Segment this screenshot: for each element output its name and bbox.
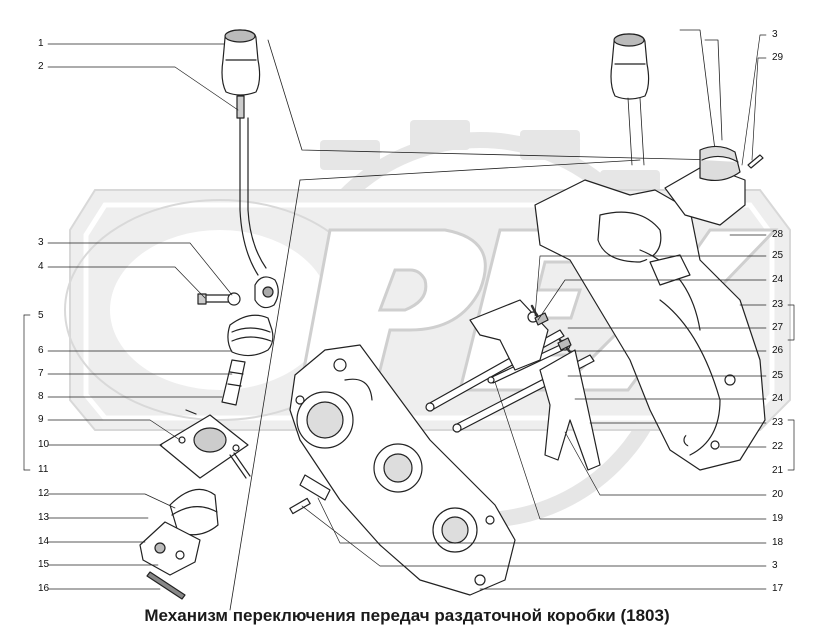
part-lever-housing xyxy=(139,521,201,576)
callout-label-right-3: 3 xyxy=(772,29,778,40)
callout-label-right-27: 27 xyxy=(772,322,784,333)
callout-label-left-10: 10 xyxy=(38,439,50,450)
part-shift-fork-upper xyxy=(469,299,549,371)
leader-lever-guide-3 xyxy=(229,179,301,611)
callout-label-left-5: 5 xyxy=(38,310,44,321)
callout-label-left-11: 11 xyxy=(38,464,49,475)
callout-label-right-3b: 3 xyxy=(772,560,778,571)
part-small-screw-right xyxy=(747,154,764,169)
callout-label-right-20: 20 xyxy=(772,489,784,500)
part-long-bolt xyxy=(146,571,186,600)
part-shift-knob-left xyxy=(221,29,261,96)
part-transfer-case-cover xyxy=(289,344,516,596)
part-bolt-with-washer xyxy=(197,292,241,306)
callout-label-left-13: 13 xyxy=(38,512,50,523)
leader-lever-guide xyxy=(267,39,721,161)
callout-label-left-1: 1 xyxy=(38,38,44,49)
part-lever-stud xyxy=(236,95,245,119)
part-rubber-boot-lower xyxy=(169,488,219,536)
callout-label-right-22: 22 xyxy=(772,441,784,452)
callout-label-right-19: 19 xyxy=(772,513,784,524)
callout-label-right-28: 28 xyxy=(772,229,784,240)
callout-label-right-26: 26 xyxy=(772,345,784,356)
part-lever-ball-head xyxy=(254,276,279,309)
callout-label-left-12: 12 xyxy=(38,488,50,499)
watermark-letter-o xyxy=(110,230,330,390)
diagram-caption: Механизм переключения передач раздаточно… xyxy=(144,606,670,625)
callout-label-left-6: 6 xyxy=(38,345,44,356)
part-cover-bolt xyxy=(289,497,311,515)
leaders-left xyxy=(23,43,239,590)
callout-label-left-8: 8 xyxy=(38,391,44,402)
callout-label-left-14: 14 xyxy=(38,536,50,547)
leader-lever-guide-2 xyxy=(299,159,641,181)
callout-label-left-16: 16 xyxy=(38,583,50,594)
callout-label-right-17: 17 xyxy=(772,583,784,594)
part-transfer-case-housing xyxy=(534,179,766,471)
callout-label-right-23a: 23 xyxy=(772,299,784,310)
callout-label-right-21: 21 xyxy=(772,465,784,476)
callout-label-right-24a: 24 xyxy=(772,274,784,285)
part-lever-boot-right xyxy=(664,145,746,226)
part-right-lever-rod xyxy=(627,29,723,166)
callout-label-right-23b: 23 xyxy=(772,417,784,428)
callout-label-right-29: 29 xyxy=(772,52,784,63)
part-lever-lower-shaft xyxy=(221,359,246,406)
callout-label-right-25a: 25 xyxy=(772,250,784,261)
part-lock-plate xyxy=(299,474,331,501)
part-rubber-boot xyxy=(227,314,274,357)
callout-label-left-15: 15 xyxy=(38,559,50,570)
callout-label-left-2: 2 xyxy=(38,61,44,72)
leaders-right xyxy=(301,34,795,590)
callout-label-left-3: 3 xyxy=(38,237,44,248)
callout-label-right-24b: 24 xyxy=(772,393,784,404)
callout-label-right-18: 18 xyxy=(772,537,784,548)
callout-label-right-25b: 25 xyxy=(772,370,784,381)
callout-label-left-4: 4 xyxy=(38,261,44,272)
part-shift-knob-right xyxy=(610,33,650,100)
part-fork-shaft-bracket xyxy=(649,254,691,286)
part-small-bolt-pair xyxy=(185,409,251,479)
part-shift-lever-rod xyxy=(239,117,267,276)
callout-label-left-9: 9 xyxy=(38,414,44,425)
callout-label-left-7: 7 xyxy=(38,368,44,379)
part-cover-plate-upper xyxy=(159,414,249,479)
